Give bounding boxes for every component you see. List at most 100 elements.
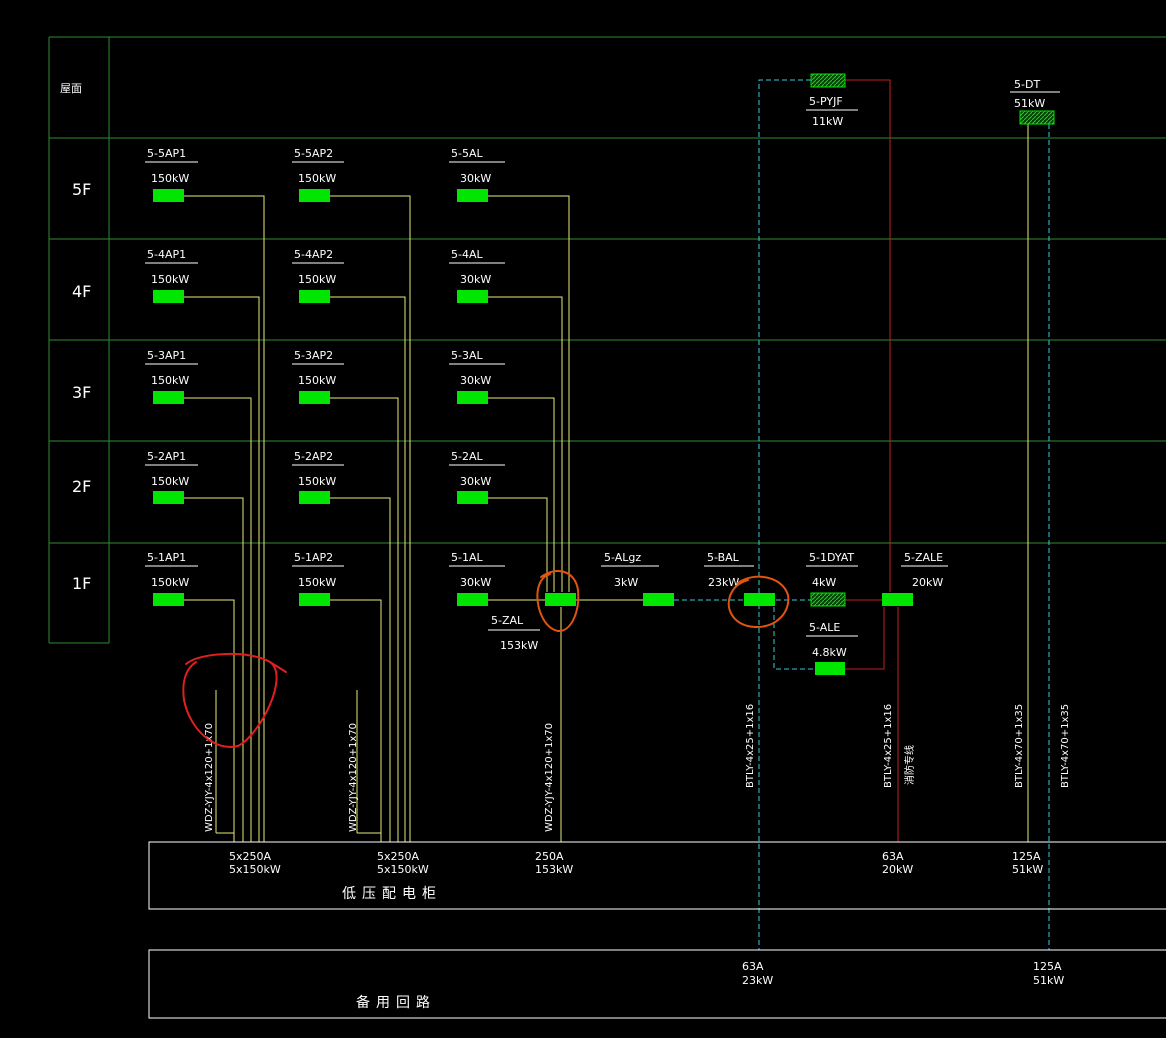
svg-text:30kW: 30kW [460,374,491,387]
panel-box[interactable] [643,593,674,606]
svg-text:5-1DYAT: 5-1DYAT [809,551,854,564]
cable-label-3: WDZ-YJY-4x120+1x70 [544,723,555,832]
low-voltage-cabinet[interactable]: 5x250A 5x150kW 5x250A 5x150kW 250A 153kW… [148,841,1166,910]
panel-box[interactable] [815,662,845,675]
svg-text:63A: 63A [742,960,764,973]
svg-text:5x250A: 5x250A [377,850,420,863]
svg-text:63A: 63A [882,850,904,863]
standby-circuits[interactable]: 63A 23kW 125A 51kW 备用回路 [148,949,1166,1019]
svg-text:5-ALgz: 5-ALgz [604,551,641,564]
svg-text:30kW: 30kW [460,273,491,286]
panel-5-5al[interactable]: 5-5AL 30kW [449,147,505,202]
floor-label-roof: 屋面 [60,82,82,95]
svg-text:150kW: 150kW [298,576,336,589]
panel-5-1dyat[interactable]: 5-1DYAT 4kW [806,551,858,607]
panel-box[interactable] [810,73,846,88]
svg-text:150kW: 150kW [151,374,189,387]
svg-text:5-1AP1: 5-1AP1 [147,551,186,564]
svg-text:153kW: 153kW [535,863,573,876]
panel-box[interactable] [299,290,330,303]
panel-5-3al[interactable]: 5-3AL 30kW [449,349,505,404]
svg-text:150kW: 150kW [151,475,189,488]
svg-text:4kW: 4kW [812,576,836,589]
cable-label-5: BTLY-4x25+1x16 [883,704,894,788]
panel-5-ale[interactable]: 5-ALE 4.8kW [806,621,858,675]
panel-box[interactable] [153,593,184,606]
panel-box[interactable] [153,290,184,303]
panel-box[interactable] [299,593,330,606]
svg-text:5-ZAL: 5-ZAL [491,614,524,627]
panel-5-3ap2[interactable]: 5-3AP2 150kW [292,349,344,404]
svg-text:30kW: 30kW [460,475,491,488]
panel-5-2ap2[interactable]: 5-2AP2 150kW [292,450,344,504]
svg-text:5-ZALE: 5-ZALE [904,551,943,564]
floor-label-3f: 3F [72,383,91,402]
panel-5-2al[interactable]: 5-2AL 30kW [449,450,505,504]
svg-text:5-4AP2: 5-4AP2 [294,248,333,261]
panel-5-4ap2[interactable]: 5-4AP2 150kW [292,248,344,303]
floor-label-1f: 1F [72,574,91,593]
annotation-marks [182,570,790,748]
panel-box[interactable] [457,491,488,504]
svg-text:23kW: 23kW [742,974,773,987]
panel-5-5ap2[interactable]: 5-5AP2 150kW [292,147,344,202]
svg-text:23kW: 23kW [708,576,739,589]
svg-text:5x250A: 5x250A [229,850,272,863]
cable-label-8: BTLY-4x70+1x35 [1060,704,1071,788]
svg-text:5-3AP2: 5-3AP2 [294,349,333,362]
panel-5-zal[interactable]: 5-ZAL 153kW [488,593,576,652]
floor-label-2f: 2F [72,477,91,496]
panel-box[interactable] [545,593,576,606]
svg-text:3kW: 3kW [614,576,638,589]
panel-box[interactable] [810,592,846,607]
panel-5-2ap1[interactable]: 5-2AP1 150kW [145,450,198,504]
svg-text:150kW: 150kW [151,576,189,589]
svg-text:5-2AL: 5-2AL [451,450,483,463]
panel-box[interactable] [299,189,330,202]
svg-text:150kW: 150kW [151,273,189,286]
panel-box[interactable] [882,593,913,606]
svg-text:5x150kW: 5x150kW [229,863,281,876]
panel-box[interactable] [457,189,488,202]
panel-5-algz[interactable]: 5-ALgz 3kW [601,551,674,606]
floor-grid [48,36,1166,644]
panel-5-dt[interactable]: 5-DT 51kW [1010,78,1060,125]
svg-text:5-5AP2: 5-5AP2 [294,147,333,160]
annotation-circle-1 [182,653,287,748]
svg-text:5-5AP1: 5-5AP1 [147,147,186,160]
annotation-circle-3 [727,575,790,629]
panel-box[interactable] [299,491,330,504]
svg-text:20kW: 20kW [912,576,943,589]
panel-box[interactable] [744,593,775,606]
cabinet-box[interactable] [148,841,1166,910]
panel-5-4ap1[interactable]: 5-4AP1 150kW [145,248,198,303]
panel-box[interactable] [153,391,184,404]
cable-label-4: BTLY-4x25+1x16 [745,704,756,788]
panel-box[interactable] [1019,110,1055,125]
panel-5-1ap1[interactable]: 5-1AP1 150kW [145,551,198,606]
panel-box[interactable] [457,593,488,606]
svg-text:5x150kW: 5x150kW [377,863,429,876]
panel-5-4al[interactable]: 5-4AL 30kW [449,248,505,303]
svg-text:5-3AL: 5-3AL [451,349,483,362]
svg-text:153kW: 153kW [500,639,538,652]
panel-box[interactable] [457,290,488,303]
svg-text:51kW: 51kW [1012,863,1043,876]
panel-5-1ap2[interactable]: 5-1AP2 150kW [292,551,344,606]
panel-box[interactable] [457,391,488,404]
cable-label-1: WDZ-YJY-4x120+1x70 [204,723,215,832]
panel-box[interactable] [153,189,184,202]
panel-5-3ap1[interactable]: 5-3AP1 150kW [145,349,198,404]
panel-5-pyjf[interactable]: 5-PYJF 11kW [806,73,858,128]
svg-text:5-1AL: 5-1AL [451,551,483,564]
panel-box[interactable] [153,491,184,504]
panel-box[interactable] [299,391,330,404]
panel-5-5ap1[interactable]: 5-5AP1 150kW [145,147,198,202]
panel-5-bal[interactable]: 5-BAL 23kW [704,551,775,606]
panel-5-zale[interactable]: 5-ZALE 20kW [882,551,948,606]
standby-box[interactable] [148,949,1166,1019]
panel-5-1al[interactable]: 5-1AL 30kW [449,551,505,606]
svg-text:5-PYJF: 5-PYJF [809,95,843,108]
